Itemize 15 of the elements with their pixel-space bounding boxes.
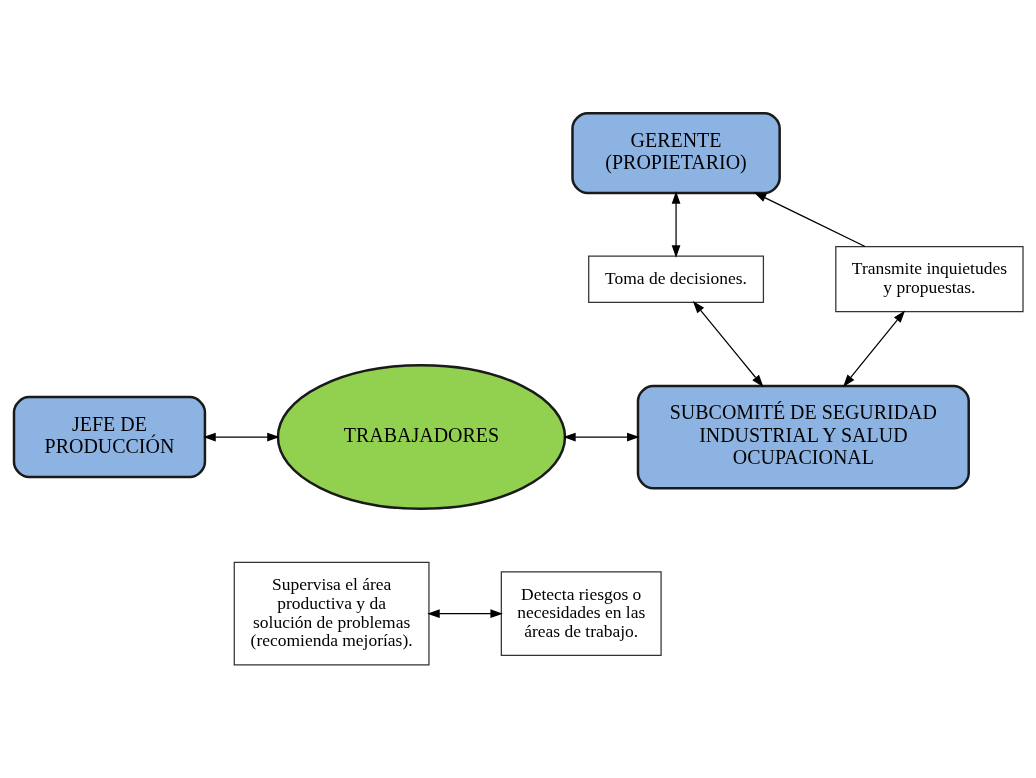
node-box: Transmite inquietudes y propuestas.	[834, 246, 1024, 313]
node-box: SUBCOMITÉ DE SEGURIDAD INDUSTRIAL Y SALUD OCUPACIONAL	[636, 384, 970, 490]
arrow	[562, 432, 640, 442]
node-box: Supervisa el área productiva y da solución de problemas (recomienda mejorías).	[233, 561, 430, 666]
node-ellipse: TRABAJADORES	[276, 364, 566, 511]
arrow	[671, 191, 680, 258]
arrow	[753, 192, 866, 248]
arrow	[426, 609, 503, 619]
node-box: Detecta riesgos o necesidades en las áreas de trabajo.	[500, 571, 662, 657]
node-box: JEFE DE PRODUCCIÓN	[12, 395, 206, 479]
arrow	[842, 310, 905, 387]
arrow	[692, 300, 764, 388]
node-box: GERENTE (PROPIETARIO)	[570, 111, 781, 195]
node-box: Toma de decisiones.	[587, 255, 764, 303]
arrow	[202, 432, 280, 442]
